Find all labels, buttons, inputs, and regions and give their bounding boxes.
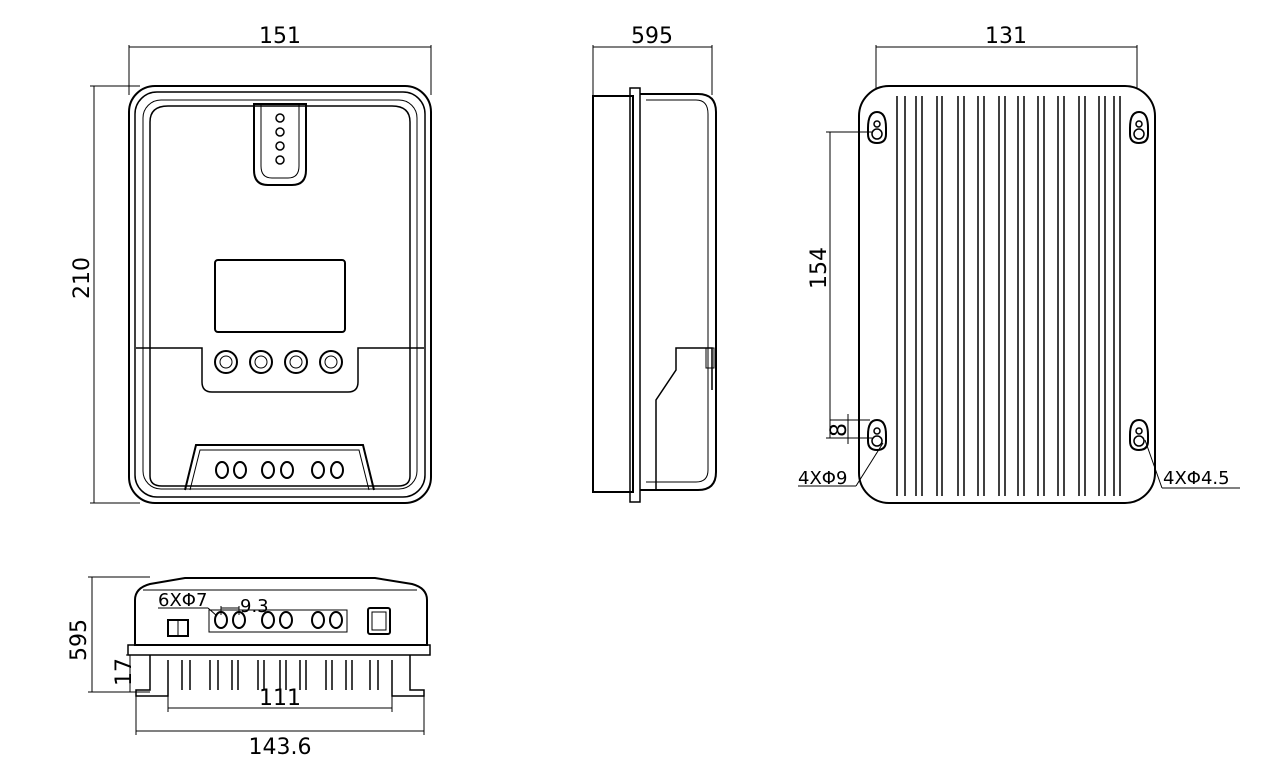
- side-depth-label: 595: [631, 24, 673, 49]
- front-width-dimension: 151: [128, 24, 432, 95]
- slot-dimension: 8: [827, 414, 870, 444]
- overall-width-dimension: 143.6: [135, 696, 425, 760]
- terminal-block: [184, 444, 375, 491]
- inner-width-dimension: 111: [167, 686, 393, 712]
- front-height-dimension: 210: [70, 85, 140, 504]
- heat-sink-fins: [896, 96, 1121, 496]
- back-width-dimension: 131: [875, 24, 1138, 88]
- front-view: 151 210: [70, 24, 432, 504]
- front-height-label: 210: [70, 257, 95, 299]
- terminal-pitch-label: 9.3: [240, 596, 269, 617]
- mounting-hole-bottom-right: [1129, 418, 1149, 452]
- front-width-label: 151: [259, 24, 301, 49]
- large-hole-label: 4XΦ9: [798, 468, 847, 489]
- small-hole-label: 4XΦ4.5: [1163, 468, 1230, 489]
- front-body-outline: [128, 85, 432, 504]
- small-hole-callout: 4XΦ4.5: [1144, 439, 1240, 489]
- side-view: 595: [592, 24, 717, 503]
- mounting-hole-bottom-left: [867, 418, 887, 452]
- hole-spacing-label: 154: [807, 247, 832, 289]
- bottom-view: 6XΦ7 9.3 595 17 111: [67, 576, 431, 760]
- bottom-housing-outline: [134, 577, 428, 646]
- side-depth-dimension: 595: [592, 24, 713, 95]
- terminal-callout: 6XΦ7: [158, 590, 218, 617]
- inner-width-label: 111: [259, 686, 301, 711]
- back-width-label: 131: [985, 24, 1027, 49]
- foot-height-dimension: 17: [112, 654, 150, 693]
- mounting-hole-top-right: [1129, 110, 1149, 145]
- overall-width-label: 143.6: [249, 735, 312, 760]
- lcd-display: [214, 259, 346, 333]
- terminal-label: 6XΦ7: [158, 590, 207, 611]
- bottom-height-dimension: 595: [67, 576, 150, 693]
- led-indicator-panel: [253, 103, 307, 186]
- bottom-height-label: 595: [67, 619, 92, 661]
- button-panel: [136, 347, 424, 393]
- slot-label: 8: [827, 423, 852, 437]
- hole-spacing-dimension: 154: [807, 131, 872, 439]
- side-body-outline: [592, 95, 634, 493]
- terminal-pitch-dimension: 9.3: [220, 596, 269, 617]
- mounting-hole-top-left: [867, 110, 887, 145]
- back-body-outline: [858, 85, 1156, 504]
- large-hole-callout: 4XΦ9: [798, 442, 884, 489]
- back-view: 131: [798, 24, 1240, 504]
- foot-height-label: 17: [112, 658, 137, 686]
